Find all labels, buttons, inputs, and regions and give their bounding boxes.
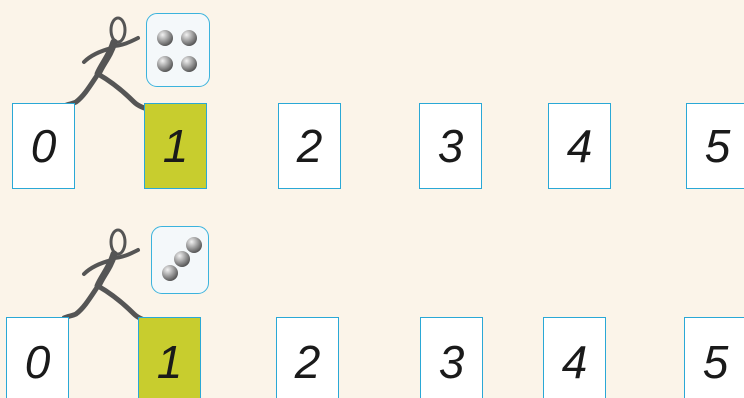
tile-5: 5 [686, 103, 744, 189]
tile-3: 3 [420, 317, 483, 398]
die-three [151, 226, 209, 294]
die-pip [186, 237, 202, 253]
die-pip [157, 56, 173, 72]
die-pip [162, 265, 178, 281]
tile-4: 4 [548, 103, 611, 189]
tile-1-highlighted: 1 [138, 317, 201, 398]
die-pip [181, 30, 197, 46]
die-pip [181, 56, 197, 72]
tile-1-highlighted: 1 [144, 103, 207, 189]
die-pip [157, 30, 173, 46]
tile-3: 3 [419, 103, 482, 189]
tile-5: 5 [684, 317, 744, 398]
tile-0: 0 [6, 317, 69, 398]
tile-2: 2 [276, 317, 339, 398]
die-four [146, 13, 210, 87]
tile-4: 4 [543, 317, 606, 398]
tile-2: 2 [278, 103, 341, 189]
runner-figure-icon [62, 224, 162, 330]
tile-0: 0 [12, 103, 75, 189]
die-pip [174, 251, 190, 267]
